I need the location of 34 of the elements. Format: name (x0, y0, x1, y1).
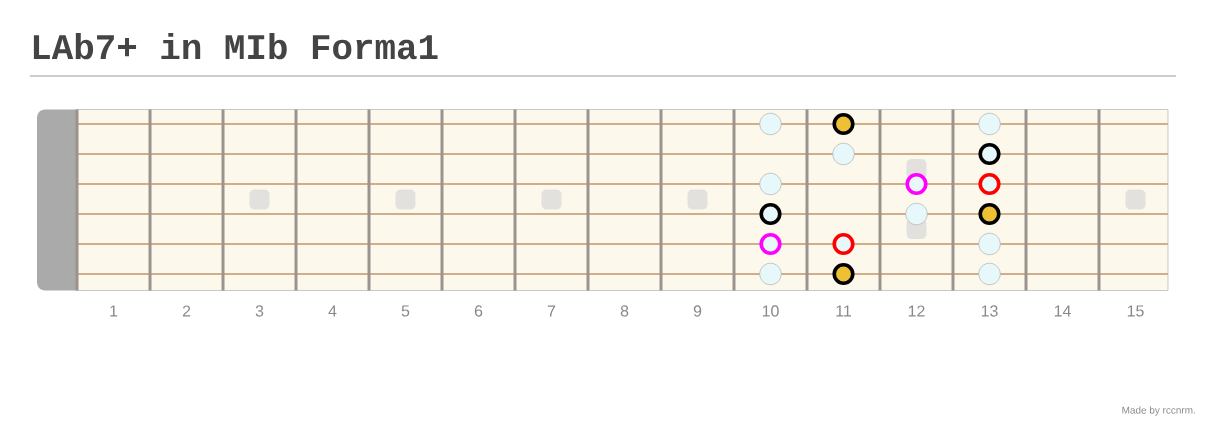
note-dot (832, 232, 855, 256)
fret-number: 3 (255, 305, 264, 317)
fret-number: 14 (1054, 305, 1071, 317)
note-dot (978, 142, 1001, 166)
note-dot (905, 172, 928, 196)
fret-number: 5 (401, 305, 410, 317)
fret-number: 15 (1127, 305, 1144, 317)
note-dot (759, 202, 782, 226)
note-dot (832, 112, 855, 136)
fret-number: 12 (908, 305, 925, 317)
footer-note: Made by rccnrm. (1122, 406, 1195, 416)
fret-number: 10 (762, 305, 779, 317)
fret-number: 8 (620, 305, 629, 317)
title: LAb7+ in MIb Forma1 (33, 33, 438, 60)
note-dot (759, 172, 782, 196)
fret-number: 9 (693, 305, 702, 317)
note-dot (978, 172, 1001, 196)
fret-number: 7 (547, 305, 556, 317)
note-dot (905, 202, 928, 226)
note-dot (978, 202, 1001, 226)
note-dot (978, 232, 1001, 256)
note-dot (759, 112, 782, 136)
note-dot (978, 112, 1001, 136)
note-dot (759, 232, 782, 256)
note-dot (832, 142, 855, 166)
fret-number: 6 (474, 305, 483, 317)
fret-number: 1 (110, 305, 118, 317)
note-dot (978, 262, 1001, 286)
note-dot (832, 262, 855, 286)
fret-number: 4 (328, 305, 337, 317)
note-dot (759, 262, 782, 286)
fret-number: 11 (836, 305, 851, 317)
fret-number: 13 (981, 305, 998, 317)
fret-number: 2 (182, 305, 191, 317)
